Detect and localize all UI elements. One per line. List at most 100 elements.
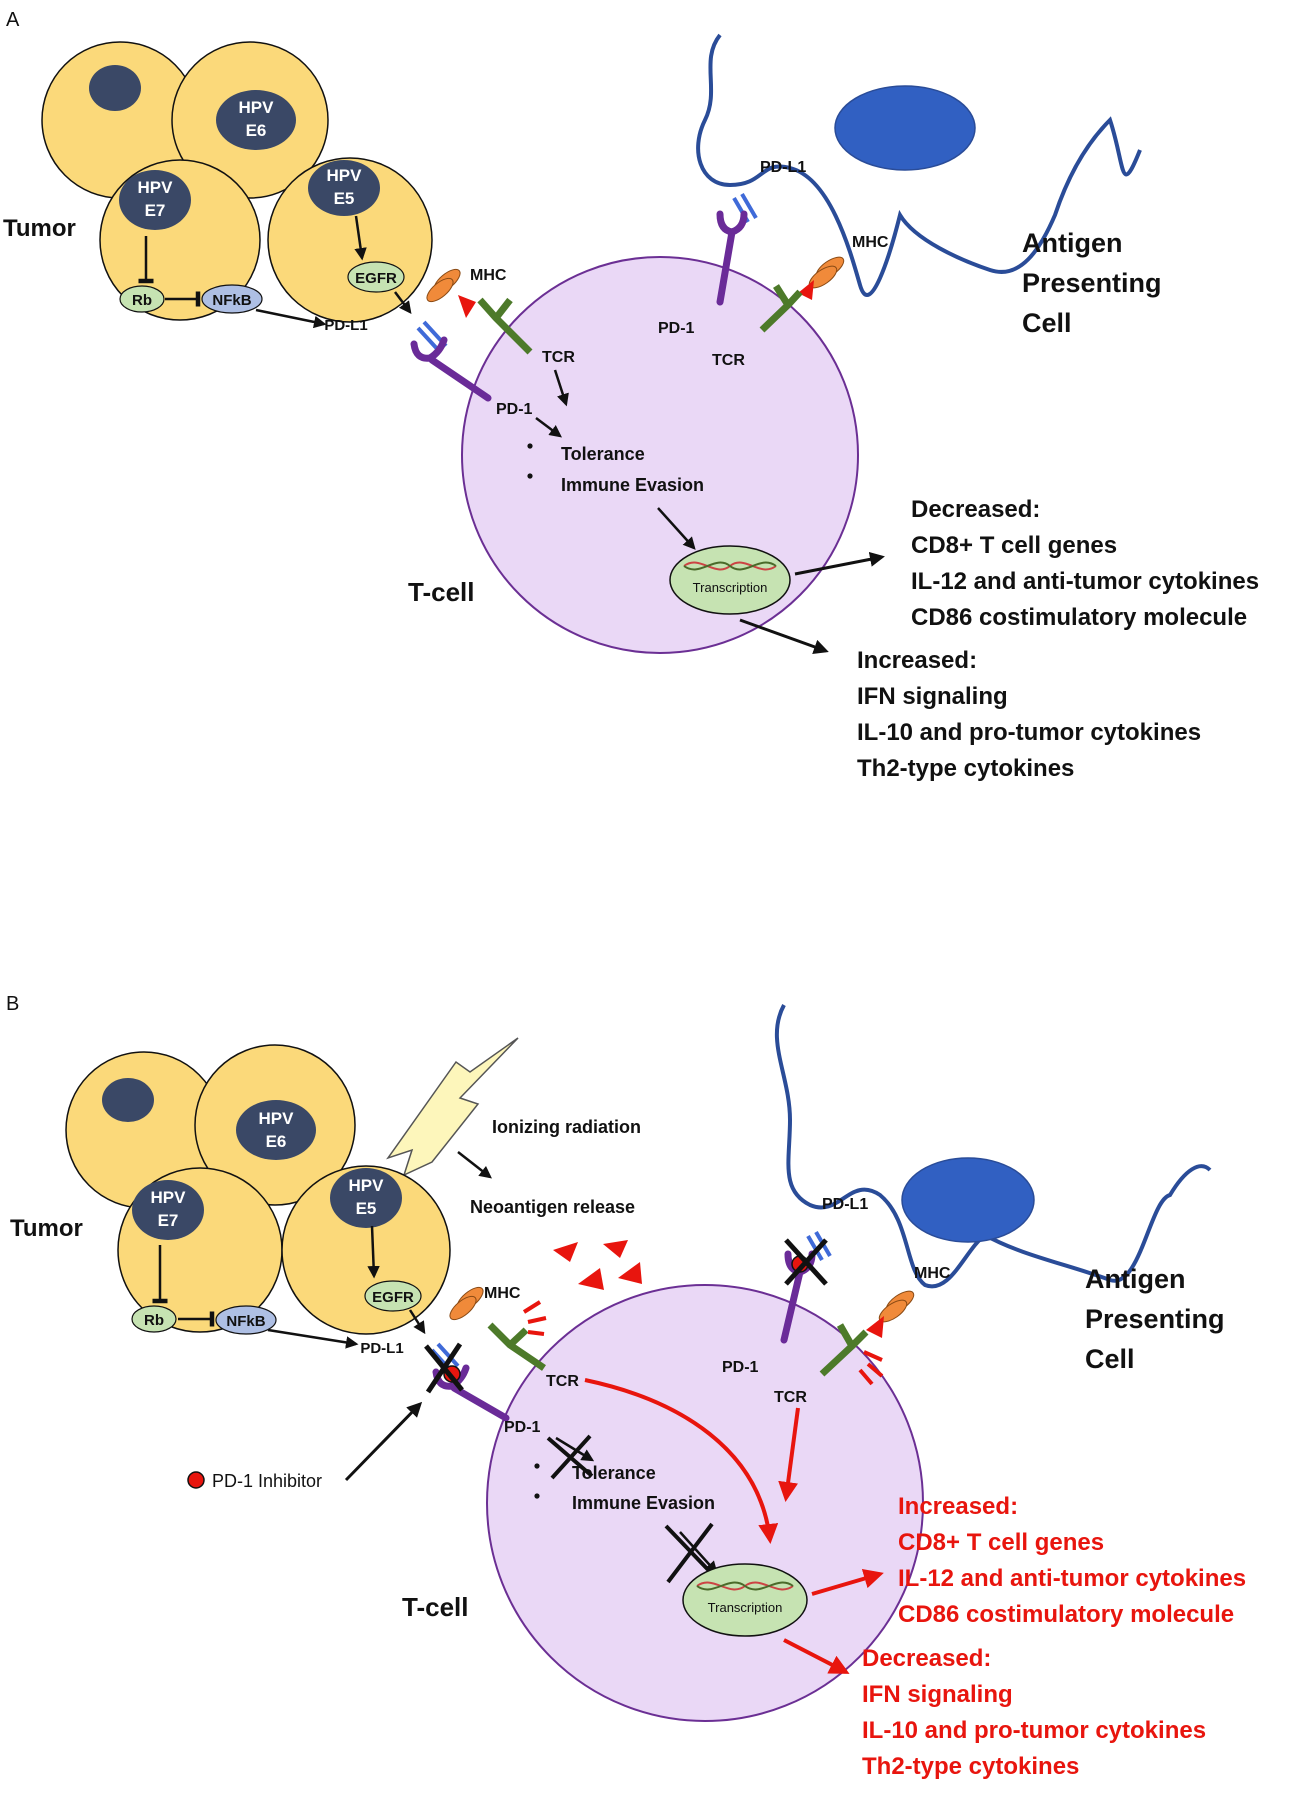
activation-arrow — [354, 215, 367, 261]
mhc-label: MHC — [484, 1285, 521, 1302]
tcr-receptor — [477, 297, 533, 355]
transcription-oval — [682, 1563, 808, 1637]
activation-burst-icon — [858, 1350, 884, 1386]
dna-strand-icon — [696, 1581, 794, 1591]
blocked-x-icon — [784, 1238, 828, 1286]
tcr-label: TCR — [546, 1373, 579, 1390]
antigen — [458, 295, 476, 318]
bullet — [534, 1493, 540, 1499]
bullet — [527, 473, 533, 479]
rb-node — [119, 285, 165, 313]
hpv-label: HPV — [138, 178, 174, 197]
bullet-tolerance: Tolerance — [572, 1463, 656, 1483]
pd1-receptor — [716, 210, 748, 306]
apc-membrane — [696, 33, 1142, 297]
activation-arrow — [344, 1401, 423, 1482]
transcription-node: Transcription — [682, 1563, 808, 1637]
output-title: Decreased: — [911, 496, 1040, 523]
pd1-label: PD-1 — [658, 320, 695, 337]
apc-pdl1-pd1-pair: PD-L1 — [780, 1196, 868, 1344]
tumor-mhc-tcr-pair: MHC — [449, 1285, 547, 1371]
output-title: Increased: — [898, 1493, 1018, 1520]
apc-label-line2: Presenting — [1022, 268, 1162, 298]
blocked-x-icon — [424, 1342, 464, 1394]
pdl1-label: PD-L1 — [324, 317, 367, 334]
tumor-cluster: HPV E6 HPV E7 HPV E5 Rb NFkB EGFR PD-L1 … — [3, 41, 433, 334]
hpv-label: HPV — [327, 166, 363, 185]
bullet-immune-evasion: Immune Evasion — [561, 475, 704, 495]
rb-label: Rb — [144, 1312, 164, 1329]
panel-a: A HPV E6 HPV E7 HPV E5 Rb NFkB EGFR PD-L… — [3, 9, 1259, 782]
antigen — [553, 1242, 578, 1262]
antigen — [578, 1268, 604, 1290]
hpv-label: HPV — [259, 1109, 295, 1128]
activation-arrow — [457, 1151, 492, 1179]
nucleus — [102, 1078, 154, 1122]
e7-label: E7 — [158, 1211, 179, 1230]
mhc-molecule — [449, 1295, 477, 1321]
hpv-e7-protein — [119, 170, 191, 230]
mhc-label: MHC — [852, 234, 889, 251]
bullet — [527, 443, 533, 449]
apc-label-line1: Antigen — [1085, 1264, 1186, 1294]
hpv-e5-protein — [308, 160, 380, 216]
apc-nucleus — [901, 1157, 1035, 1243]
output-arrow — [794, 551, 885, 576]
activation-arrow — [408, 1309, 426, 1335]
bullet-immune-evasion: Immune Evasion — [572, 1493, 715, 1513]
output-arrow — [783, 1638, 850, 1674]
pdl1-label: PD-L1 — [822, 1196, 868, 1213]
egfr-label: EGFR — [355, 270, 397, 287]
e6-label: E6 — [266, 1132, 287, 1151]
t-cell — [486, 1284, 924, 1722]
output-item: Th2-type cytokines — [862, 1753, 1079, 1780]
hpv-label: HPV — [349, 1176, 385, 1195]
lightning-icon — [386, 1037, 519, 1177]
hpv-e6-protein — [216, 90, 296, 150]
activation-arrow — [584, 1378, 779, 1544]
tumor-pdl1-pd1-pair — [424, 1342, 510, 1422]
apc-membrane — [774, 1004, 1212, 1289]
apc-label-line1: Antigen — [1022, 228, 1123, 258]
bullet-tolerance: Tolerance — [561, 444, 645, 464]
tcr-receptor — [487, 1322, 546, 1371]
antigen — [618, 1262, 642, 1284]
blocked-x-icon — [664, 1522, 718, 1584]
apc-label-line2: Presenting — [1085, 1304, 1225, 1334]
output-item: IL-12 and anti-tumor cytokines — [898, 1565, 1246, 1592]
activation-arrow — [267, 1328, 359, 1349]
output-item: Th2-type cytokines — [857, 755, 1074, 782]
pdl1-label: PD-L1 — [760, 159, 806, 176]
egfr-label: EGFR — [372, 1289, 414, 1306]
output-item: IL-10 and pro-tumor cytokines — [862, 1717, 1206, 1744]
ionizing-radiation-label: Ionizing radiation — [492, 1117, 641, 1137]
activation-arrow — [394, 291, 412, 314]
tcr-label: TCR — [774, 1389, 807, 1406]
t-cell — [461, 256, 859, 654]
output-item: IL-10 and pro-tumor cytokines — [857, 719, 1201, 746]
tcr-label: TCR — [712, 352, 745, 369]
transcription-node: Transcription — [669, 545, 791, 615]
pd1-receptor — [410, 336, 492, 402]
e7-label: E7 — [145, 201, 166, 220]
mhc-molecule — [426, 277, 454, 303]
dna-strand-icon — [683, 561, 777, 571]
activation-arrow — [367, 1225, 380, 1279]
nfkb-label: NFkB — [212, 292, 251, 309]
output-item: IFN signaling — [857, 683, 1008, 710]
transcription-label: Transcription — [708, 1600, 783, 1615]
activation-arrow — [535, 417, 562, 438]
apc-label-line3: Cell — [1085, 1344, 1135, 1374]
output-item: CD8+ T cell genes — [898, 1529, 1104, 1556]
panel-b: B Ionizing radiation Neoantigen release … — [6, 993, 1246, 1780]
pd1-inhibitor-label: PD-1 Inhibitor — [212, 1471, 322, 1491]
output-arrow — [811, 1568, 884, 1596]
nfkb-node — [201, 284, 263, 314]
output-item: CD86 costimulatory molecule — [911, 604, 1247, 631]
apc-label-line3: Cell — [1022, 308, 1072, 338]
tumor-mhc-tcr-pair: MHC — [426, 267, 533, 355]
output-title: Decreased: — [862, 1645, 991, 1672]
transcription-label: Transcription — [693, 580, 768, 595]
antigen — [603, 1240, 628, 1258]
